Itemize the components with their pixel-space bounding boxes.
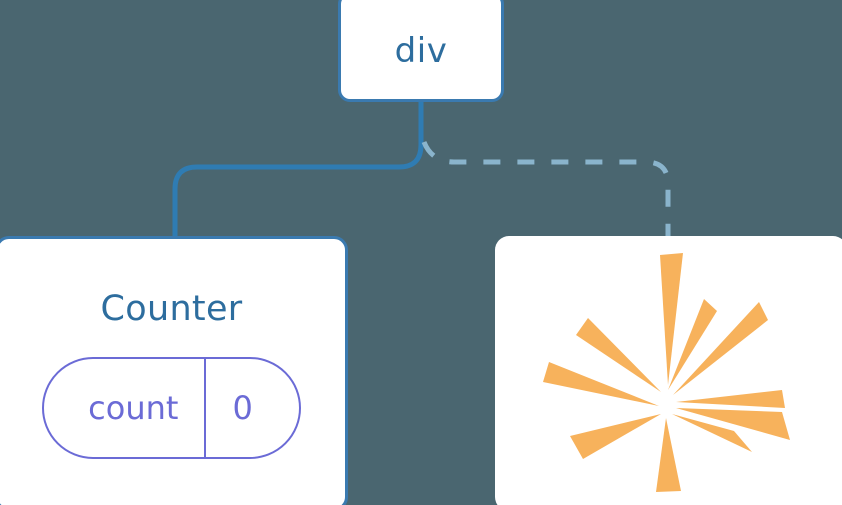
edge-div-to-counter bbox=[172, 101, 424, 240]
ray-s bbox=[656, 418, 681, 492]
node-div[interactable]: div bbox=[338, 0, 504, 102]
node-div-label: div bbox=[394, 31, 448, 71]
ray-nw bbox=[576, 318, 661, 392]
ray-se bbox=[672, 414, 752, 452]
ray-nne bbox=[668, 299, 717, 390]
ray-wsw bbox=[543, 362, 659, 406]
state-pill-divider bbox=[204, 359, 207, 457]
burst-icon bbox=[543, 253, 790, 492]
state-pill-key: count bbox=[88, 389, 179, 427]
edge-div-to-burst bbox=[421, 140, 671, 240]
state-pill-count[interactable]: count 0 bbox=[42, 357, 301, 459]
ray-ese bbox=[676, 408, 790, 440]
node-counter-label: Counter bbox=[100, 289, 243, 329]
ray-ene bbox=[676, 390, 785, 408]
state-pill-value: 0 bbox=[232, 389, 253, 427]
ray-ne bbox=[673, 302, 768, 395]
node-burst[interactable] bbox=[495, 236, 842, 505]
node-counter[interactable]: Counter count 0 bbox=[0, 236, 348, 505]
ray-sw bbox=[570, 414, 661, 459]
ray-n bbox=[660, 253, 683, 385]
